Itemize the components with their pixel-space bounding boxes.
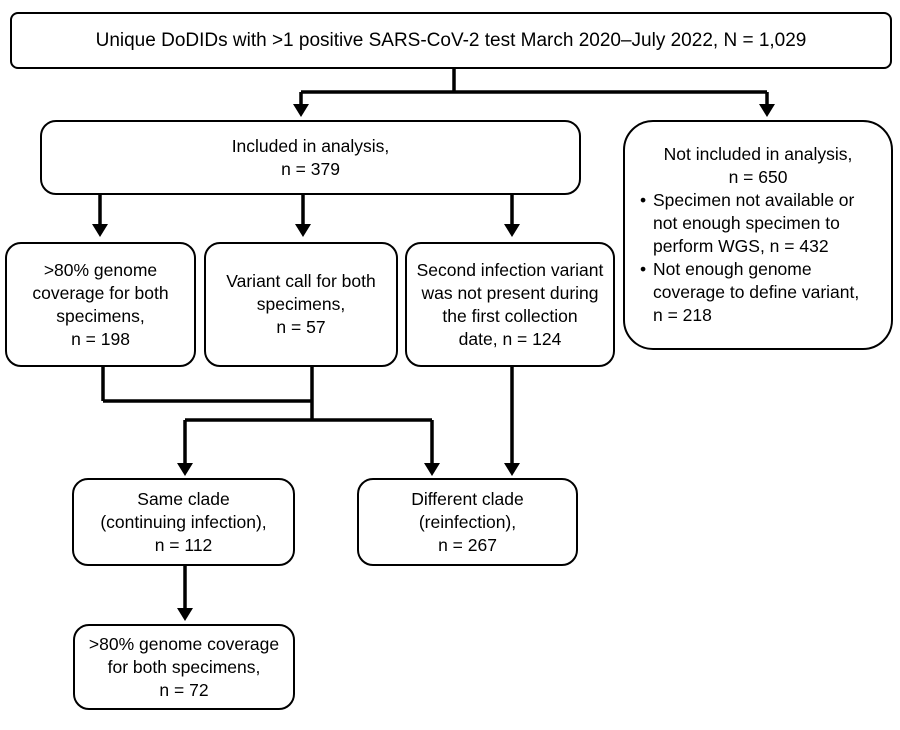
reason-item: Not enough genome coverage to define var…	[637, 258, 879, 327]
box-second-infection: Second infection variant was not present…	[405, 242, 615, 367]
box-included: Included in analysis, n = 379	[40, 120, 581, 195]
box-line: (continuing infection),	[100, 511, 267, 532]
box-line: (reinfection),	[418, 511, 517, 532]
box-line: specimens,	[56, 305, 145, 326]
reason-item: Specimen not available or not enough spe…	[637, 189, 879, 258]
not-included-count: n = 650	[728, 167, 788, 187]
box-line: n = 198	[71, 328, 130, 349]
box-line: n = 112	[154, 534, 213, 555]
box-line: date, n = 124	[458, 328, 562, 349]
box-total-dodids: Unique DoDIDs with >1 positive SARS-CoV-…	[10, 12, 892, 69]
box-line: >80% genome coverage	[88, 633, 280, 654]
reason-line: n = 218	[653, 305, 712, 325]
reason-line: not enough specimen to	[653, 213, 840, 233]
box-line: >80% genome	[43, 259, 158, 280]
box-different-clade: Different clade (reinfection), n = 267	[357, 478, 578, 566]
box-line: Variant call for both	[226, 271, 376, 291]
box-line: for both specimens,	[107, 656, 261, 677]
box-total-line: Unique DoDIDs with >1 positive SARS-CoV-…	[95, 30, 807, 51]
reason-line: coverage to define variant,	[653, 282, 860, 302]
box-variant-call: Variant call for both specimens, n = 57	[204, 242, 398, 367]
box-line: Different clade	[411, 488, 524, 509]
box-line: was not present during	[421, 282, 599, 303]
box-genome80-72: >80% genome coverage for both specimens,…	[73, 624, 295, 710]
not-included-title: Not included in analysis,	[663, 144, 853, 164]
box-line: n = 267	[438, 534, 497, 555]
box-line: Same clade	[137, 488, 230, 509]
box-line: n = 57	[276, 317, 326, 337]
box-line: the first collection	[442, 305, 578, 326]
box-not-included: Not included in analysis, n = 650 Specim…	[623, 120, 893, 350]
box-genome80-198: >80% genome coverage for both specimens,…	[5, 242, 196, 367]
box-line: coverage for both	[32, 282, 169, 303]
reason-line: Specimen not available or	[653, 190, 855, 210]
included-line: Included in analysis,	[231, 135, 390, 156]
not-included-reasons: Specimen not available or not enough spe…	[637, 189, 879, 327]
box-same-clade: Same clade (continuing infection), n = 1…	[72, 478, 295, 566]
box-line: n = 72	[159, 679, 209, 700]
box-line: specimens,	[256, 294, 346, 314]
reason-line: Not enough genome	[653, 259, 812, 279]
box-line: Second infection variant	[416, 259, 604, 280]
reason-line: perform WGS, n = 432	[653, 236, 829, 256]
included-line: n = 379	[281, 158, 340, 179]
